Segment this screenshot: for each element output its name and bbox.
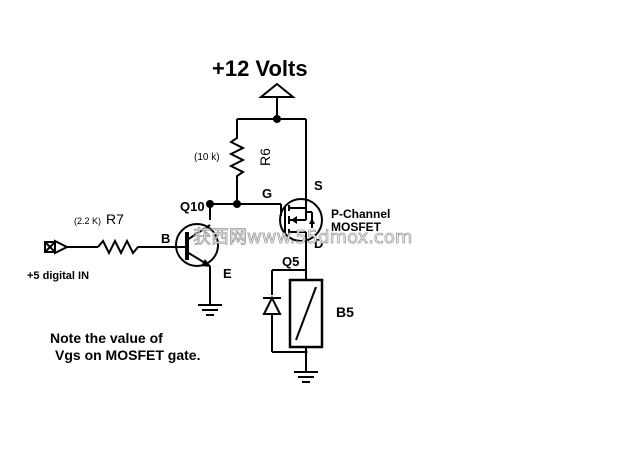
drain-node <box>271 246 307 295</box>
note-line1: Note the value of <box>50 330 163 346</box>
gate-label: G <box>262 186 272 201</box>
source-label: S <box>314 178 323 193</box>
relay-coil-b5 <box>288 270 324 372</box>
base-label: B <box>161 231 170 246</box>
mosfet-q5 <box>279 194 323 246</box>
r6-value: (10 k) <box>194 152 220 163</box>
emitter-label: E <box>223 266 232 281</box>
drain-label: D <box>314 236 323 251</box>
supply-terminal <box>258 82 296 119</box>
ground-symbol-load <box>294 371 318 383</box>
flyback-diode <box>262 295 308 354</box>
gate-node <box>206 200 282 220</box>
supply-label: +12 Volts <box>212 56 308 81</box>
input-terminal <box>44 239 98 255</box>
r7-label: R7 <box>106 211 124 227</box>
mosfet-type-line2: MOSFET <box>331 220 382 234</box>
q5-label: Q5 <box>282 254 299 269</box>
r6-label: R6 <box>257 148 273 166</box>
ground-symbol-transistor <box>198 304 222 316</box>
resistor-r6 <box>228 128 246 204</box>
mosfet-type-line1: P-Channel <box>331 207 390 221</box>
q10-label: Q10 <box>180 199 205 214</box>
r7-value: (2.2 K) <box>74 216 101 226</box>
note-line2: Vgs on MOSFET gate. <box>55 347 200 363</box>
transistor-q10 <box>175 223 219 305</box>
b5-label: B5 <box>336 304 354 320</box>
resistor-r7 <box>97 238 177 256</box>
top-rail <box>236 115 307 194</box>
watermark: 获西网www.55dmox.com <box>193 227 412 248</box>
input-label: +5 digital IN <box>27 270 89 282</box>
